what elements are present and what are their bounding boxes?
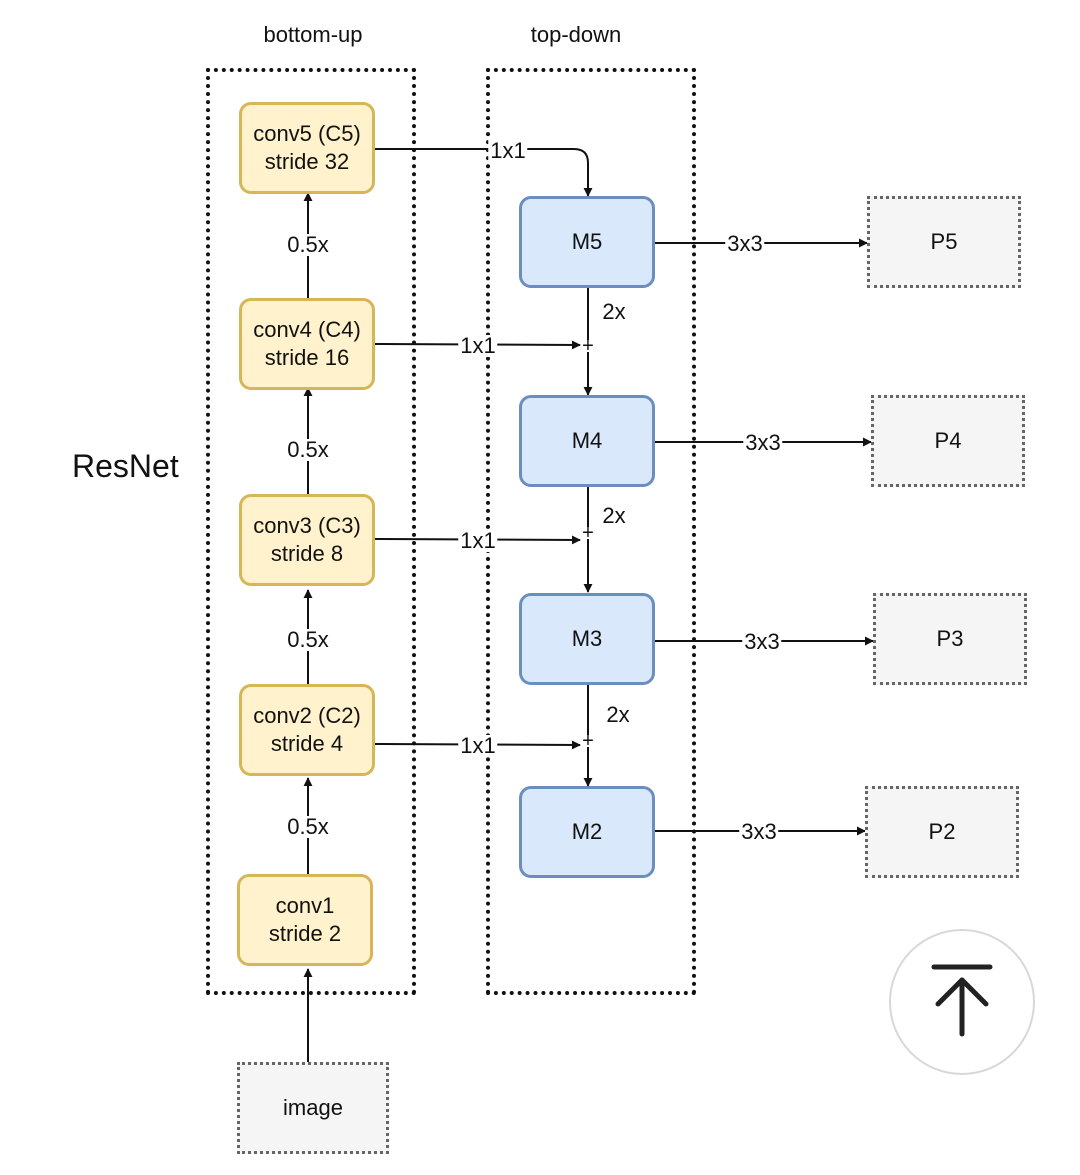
conv2-node: conv2 (C2) stride 4 (239, 684, 375, 776)
m5-label: M5 (571, 229, 603, 254)
sum-symbol: + (582, 335, 594, 357)
output-conv-label: 3x3 (739, 819, 779, 844)
m4-node: M4 (519, 395, 655, 487)
conv4-node: conv4 (C4) stride 16 (239, 298, 375, 390)
m2-label: M2 (571, 819, 603, 844)
image-input-label: image (283, 1095, 343, 1120)
image-input-node: image (237, 1062, 389, 1154)
conv2-name: conv2 (C2) (253, 703, 361, 728)
sum-symbol: + (582, 522, 594, 544)
p2-node: P2 (865, 786, 1019, 878)
downsample-label: 0.5x (285, 437, 331, 462)
output-conv-label: 3x3 (725, 231, 765, 256)
upsample-label: 2x (600, 299, 628, 324)
p5-node: P5 (867, 196, 1021, 288)
output-conv-label: 3x3 (743, 430, 783, 455)
output-conv-label: 3x3 (742, 629, 782, 654)
p4-label: P4 (934, 428, 962, 453)
lateral-label: 1x1 (458, 733, 498, 758)
top-down-title: top-down (530, 22, 622, 47)
conv5-node: conv5 (C5) stride 32 (239, 102, 375, 194)
m2-node: M2 (519, 786, 655, 878)
conv5-stride: stride 32 (264, 149, 350, 174)
m4-label: M4 (571, 428, 603, 453)
conv3-name: conv3 (C3) (253, 513, 361, 538)
downsample-label: 0.5x (285, 232, 331, 257)
lateral-label: 1x1 (488, 138, 528, 163)
bottom-up-group (206, 68, 416, 995)
sum-symbol: + (582, 730, 594, 752)
conv1-name: conv1 (275, 893, 335, 918)
scroll-to-top-button[interactable] (889, 929, 1035, 1075)
lateral-label: 1x1 (458, 333, 498, 358)
conv5-name: conv5 (C5) (253, 121, 361, 146)
m5-node: M5 (519, 196, 655, 288)
conv2-stride: stride 4 (270, 731, 344, 756)
arrow-up-to-bar-icon (931, 964, 993, 1037)
m3-label: M3 (571, 626, 603, 651)
conv1-node: conv1 stride 2 (237, 874, 373, 966)
upsample-label: 2x (604, 702, 632, 727)
conv4-stride: stride 16 (264, 345, 350, 370)
p4-node: P4 (871, 395, 1025, 487)
m3-node: M3 (519, 593, 655, 685)
conv3-stride: stride 8 (270, 541, 344, 566)
p3-label: P3 (936, 626, 964, 651)
conv1-stride: stride 2 (268, 921, 342, 946)
upsample-label: 2x (600, 503, 628, 528)
downsample-label: 0.5x (285, 627, 331, 652)
p5-label: P5 (930, 229, 958, 254)
backbone-label: ResNet (72, 448, 179, 484)
conv4-name: conv4 (C4) (253, 317, 361, 342)
downsample-label: 0.5x (285, 814, 331, 839)
p3-node: P3 (873, 593, 1027, 685)
p2-label: P2 (928, 819, 956, 844)
bottom-up-title: bottom-up (263, 22, 363, 47)
conv3-node: conv3 (C3) stride 8 (239, 494, 375, 586)
edge-c5-m5 (375, 148, 593, 197)
lateral-label: 1x1 (458, 528, 498, 553)
